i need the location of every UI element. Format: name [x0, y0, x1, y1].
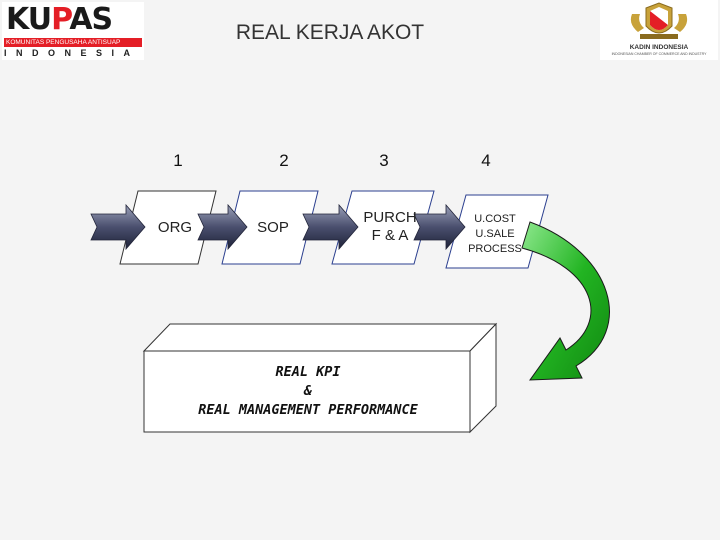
step-2-label: SOP	[257, 219, 289, 236]
kupas-logo-wordmark: KUPAS	[6, 2, 113, 37]
step-2-number: 2	[279, 151, 289, 170]
kadin-logo-subtitle: INDONESIAN CHAMBER OF COMMERCE AND INDUS…	[611, 52, 707, 56]
result-line-3: REAL MANAGEMENT PERFORMANCE	[198, 402, 418, 418]
step-1-number: 1	[173, 151, 183, 170]
step-4-number: 4	[481, 151, 491, 170]
result-line-1: REAL KPI	[275, 364, 341, 380]
kadin-emblem-icon	[630, 2, 688, 39]
result-line-2: &	[303, 383, 313, 399]
step-4-label: U.COST U.SALE PROCESS	[456, 212, 534, 257]
flow-arrow-2	[197, 203, 248, 251]
step-4-label-line3: PROCESS	[468, 243, 522, 255]
step-4-label-line2: U.SALE	[475, 228, 515, 240]
kupas-logo-country: INDONESIA	[4, 48, 140, 58]
step-3-label-line1: PURCH	[363, 209, 417, 226]
step-1-label: ORG	[157, 219, 193, 236]
result-box	[142, 322, 498, 434]
flow-arrow-1	[90, 203, 146, 251]
step-4-label-line1: U.COST	[474, 213, 516, 225]
kadin-logo-name: KADIN INDONESIA	[629, 44, 689, 51]
step-3-label: PURCH F & A	[350, 209, 430, 245]
kadin-logo: KADIN INDONESIA INDONESIAN CHAMBER OF CO…	[600, 0, 718, 60]
flow-arrow-4	[413, 203, 466, 251]
step-3-number: 3	[379, 151, 389, 170]
step-4-box	[445, 194, 549, 269]
loop-arrow	[521, 221, 610, 381]
page-title: REAL KERJA AKOT	[235, 21, 425, 44]
kupas-logo: KUPAS KOMUNITAS PENGUSAHA ANTISUAP INDON…	[2, 2, 144, 60]
result-box-label: REAL KPI & REAL MANAGEMENT PERFORMANCE	[150, 363, 466, 420]
step-3-label-line2: F & A	[371, 227, 409, 244]
kupas-logo-tagline: KOMUNITAS PENGUSAHA ANTISUAP	[4, 38, 142, 47]
flow-arrow-3	[302, 203, 359, 251]
